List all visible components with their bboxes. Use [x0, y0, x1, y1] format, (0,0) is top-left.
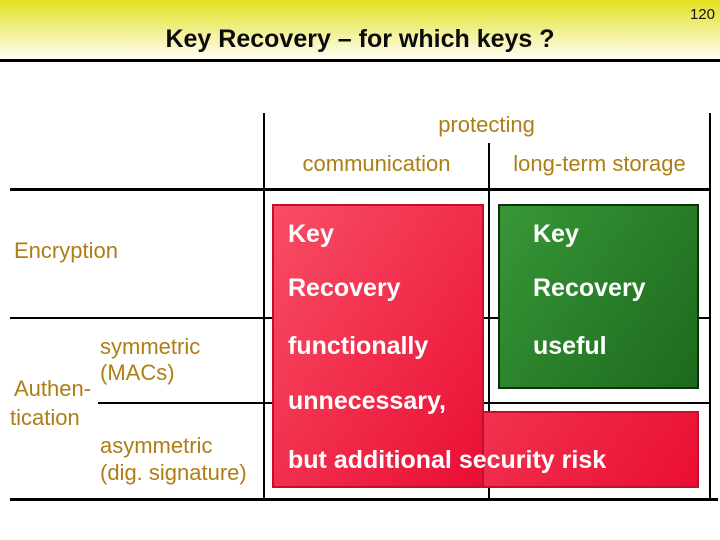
- red-cell-text-key: Key: [288, 220, 334, 248]
- cell-red-key-recovery-communication: [272, 204, 484, 488]
- column-group-header: protecting: [438, 112, 535, 137]
- column-header-communication: communication: [302, 151, 451, 176]
- page-title: Key Recovery – for which keys ?: [165, 25, 555, 53]
- header-gradient-band: [0, 0, 720, 59]
- table-vline-right: [709, 113, 711, 500]
- row-label-authentication-line2: tication: [10, 405, 80, 430]
- row-label-asymmetric: asymmetric: [100, 433, 213, 458]
- row-label-encryption: Encryption: [14, 238, 118, 263]
- table-vline-left: [263, 113, 265, 500]
- green-cell-text-useful: useful: [533, 332, 607, 360]
- red-cell-text-security-risk: but additional security risk: [288, 446, 607, 474]
- red-cell-text-functionally: functionally: [288, 332, 429, 360]
- page-number: 120: [689, 6, 715, 23]
- row-label-asymmetric-signature: (dig. signature): [100, 460, 247, 485]
- red-cell-text-unnecessary: unnecessary,: [288, 387, 446, 415]
- green-cell-text-recovery: Recovery: [533, 274, 646, 302]
- row-label-symmetric-macs: (MACs): [100, 360, 175, 385]
- column-header-long-term-storage: long-term storage: [513, 151, 686, 176]
- red-cell-text-recovery: Recovery: [288, 274, 401, 302]
- table-bottom-rule: [10, 498, 718, 501]
- table-header-rule: [10, 188, 710, 191]
- row-label-authentication-line1: Authen-: [14, 376, 92, 401]
- title-underline: [0, 59, 720, 62]
- row-label-symmetric: symmetric: [100, 334, 201, 359]
- table-vline-middle: [488, 143, 490, 500]
- cell-green-key-recovery-storage: [498, 204, 699, 389]
- green-cell-text-key: Key: [533, 220, 579, 248]
